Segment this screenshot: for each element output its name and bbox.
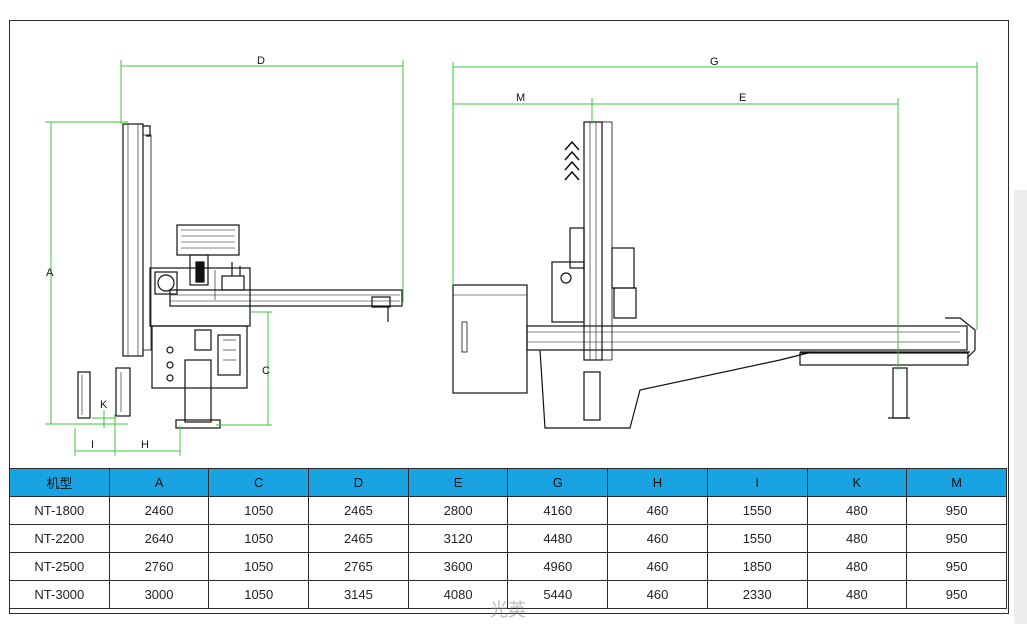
cell: 1850 <box>706 552 808 581</box>
dim-label-c: C <box>262 365 270 377</box>
cell: 4960 <box>507 552 609 581</box>
base-plate <box>175 419 221 429</box>
cell: 2765 <box>308 552 409 581</box>
cell: 460 <box>607 552 708 581</box>
cell: 480 <box>806 580 908 609</box>
horizontal-beam <box>169 289 403 307</box>
cell: 2330 <box>706 580 808 609</box>
cell: 5440 <box>507 580 609 609</box>
vertical-arm <box>122 123 144 357</box>
cell: 4160 <box>507 496 609 525</box>
cell: 1550 <box>706 524 808 553</box>
cell: 480 <box>806 524 908 553</box>
front-vertical-arm <box>583 121 603 361</box>
header-a: A <box>108 468 210 497</box>
cell: 2640 <box>108 524 210 553</box>
cell: 2465 <box>308 496 409 525</box>
side-view <box>77 123 403 429</box>
front-motor-left <box>569 227 585 269</box>
traverse-beam <box>526 325 968 351</box>
left-gripper <box>77 371 91 419</box>
header-i: I <box>706 468 808 497</box>
front-view <box>452 121 976 429</box>
cell: NT-3000 <box>9 580 110 609</box>
dim-label-h: H <box>141 439 149 451</box>
cell: 460 <box>607 524 708 553</box>
traverse-motor <box>176 224 240 256</box>
dim-label-k: K <box>100 399 108 411</box>
pedestal <box>184 359 212 423</box>
table-row: NT-1800 2460 1050 2465 2800 4160 460 155… <box>9 496 1007 525</box>
header-g: G <box>507 468 609 497</box>
dim-label-d: D <box>257 55 265 67</box>
front-motor-right <box>611 247 635 289</box>
cell: 460 <box>607 496 708 525</box>
cell: 2465 <box>308 524 409 553</box>
spec-table-header: 机型 A C D E G H I K M <box>9 468 1007 497</box>
cell: 3145 <box>308 580 409 609</box>
dim-label-g: G <box>710 56 719 68</box>
header-m: M <box>906 468 1007 497</box>
cell: 460 <box>607 580 708 609</box>
cell: NT-2500 <box>9 552 110 581</box>
cell: NT-2200 <box>9 524 110 553</box>
front-gripper-left <box>583 371 601 421</box>
front-view-dimensions <box>452 62 978 370</box>
front-gripper-right <box>892 367 908 419</box>
header-model: 机型 <box>9 468 110 497</box>
table-row: NT-2200 2640 1050 2465 3120 4480 460 155… <box>9 524 1007 553</box>
cell: NT-1800 <box>9 496 110 525</box>
cell: 3600 <box>407 552 509 581</box>
header-k: K <box>806 468 908 497</box>
cell: 1550 <box>706 496 808 525</box>
cell: 3000 <box>108 580 210 609</box>
cell: 950 <box>906 552 1007 581</box>
cell: 2800 <box>407 496 509 525</box>
cell: 950 <box>906 524 1007 553</box>
dim-label-a: A <box>46 267 54 279</box>
side-view-dimensions <box>45 60 404 456</box>
header-c: C <box>208 468 310 497</box>
right-gripper <box>115 367 131 417</box>
dim-label-i: I <box>91 439 94 451</box>
dim-label-m: M <box>516 92 525 104</box>
main-body <box>151 325 248 389</box>
cell: 950 <box>906 496 1007 525</box>
cell: 2460 <box>108 496 210 525</box>
spec-table: 机型 A C D E G H I K M NT-1800 2460 1050 2… <box>9 468 1007 609</box>
cell: 1050 <box>208 524 310 553</box>
cell: 2760 <box>108 552 210 581</box>
header-h: H <box>607 468 708 497</box>
watermark-text: 光英 <box>490 600 526 621</box>
table-row: NT-3000 3000 1050 3145 4080 5440 460 233… <box>9 580 1007 609</box>
cell: 1050 <box>208 580 310 609</box>
table-row: NT-2500 2760 1050 2765 3600 4960 460 185… <box>9 552 1007 581</box>
cell: 480 <box>806 496 908 525</box>
extension-rail <box>799 352 969 366</box>
right-edge-strip <box>1014 190 1027 624</box>
cell: 1050 <box>208 496 310 525</box>
cell: 950 <box>906 580 1007 609</box>
header-e: E <box>407 468 509 497</box>
header-d: D <box>308 468 409 497</box>
cell: 480 <box>806 552 908 581</box>
technical-drawing: D A C K I H <box>45 55 978 456</box>
dim-label-e: E <box>739 92 746 104</box>
cell: 3120 <box>407 524 509 553</box>
cell: 1050 <box>208 552 310 581</box>
cell: 4480 <box>507 524 609 553</box>
cell: 4080 <box>407 580 509 609</box>
control-cabinet <box>452 284 528 394</box>
